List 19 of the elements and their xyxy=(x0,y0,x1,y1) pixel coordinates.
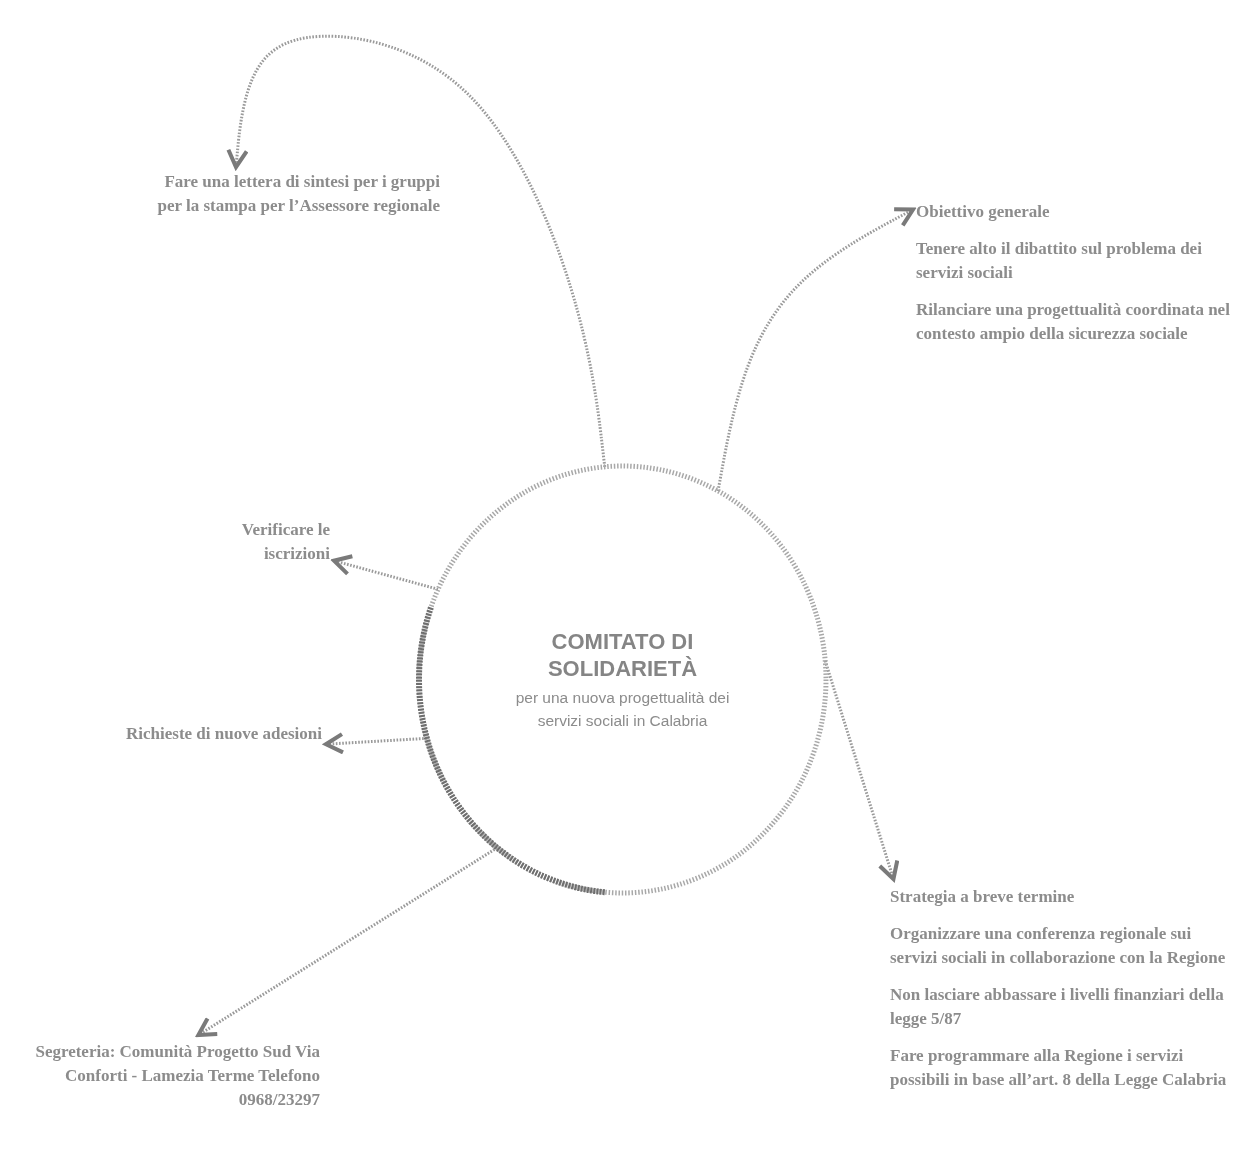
note-text: Rilanciare una progettualità coordinata nel contesto ampio della sicurezza sociale xyxy=(916,299,1231,345)
arrow xyxy=(332,554,439,591)
note-text: Segreteria: Comunità Progetto Sud Via Conforti - Lamezia Terme Telefono 0968/23297 xyxy=(34,1041,320,1111)
committee-subtitle: per una nuova progettualità dei servizi sociali in Calabria xyxy=(514,687,731,731)
note-text: Verificare le iscrizioni xyxy=(240,519,330,565)
arrow xyxy=(823,660,900,881)
arrow xyxy=(716,207,915,492)
arrow xyxy=(196,846,498,1037)
note-text: Richieste di nuove adesioni xyxy=(125,723,322,745)
committee-title: COMITATO DI SOLIDARIETÀ xyxy=(547,627,698,682)
arrow xyxy=(324,732,427,755)
note-text: Organizzare una conferenza regionale sui servizi sociali in collaborazione con la Regione xyxy=(890,923,1227,969)
section-heading: Strategia a breve termine xyxy=(890,886,1076,908)
arrow xyxy=(226,34,607,467)
note-text: Fare una lettera di sintesi per i gruppi per la stampa per l’Assessore regionale xyxy=(156,171,440,217)
note-text: Fare programmare alla Regione i servizi possibili in base all’art. 8 della Legge Calabria xyxy=(890,1045,1228,1091)
note-text: Non lasciare abbassare i livelli finanziari della legge 5/87 xyxy=(890,984,1225,1030)
section-heading: Obiettivo generale xyxy=(916,201,1051,223)
note-text: Tenere alto il dibattito sul problema dei servizi sociali xyxy=(916,238,1203,284)
